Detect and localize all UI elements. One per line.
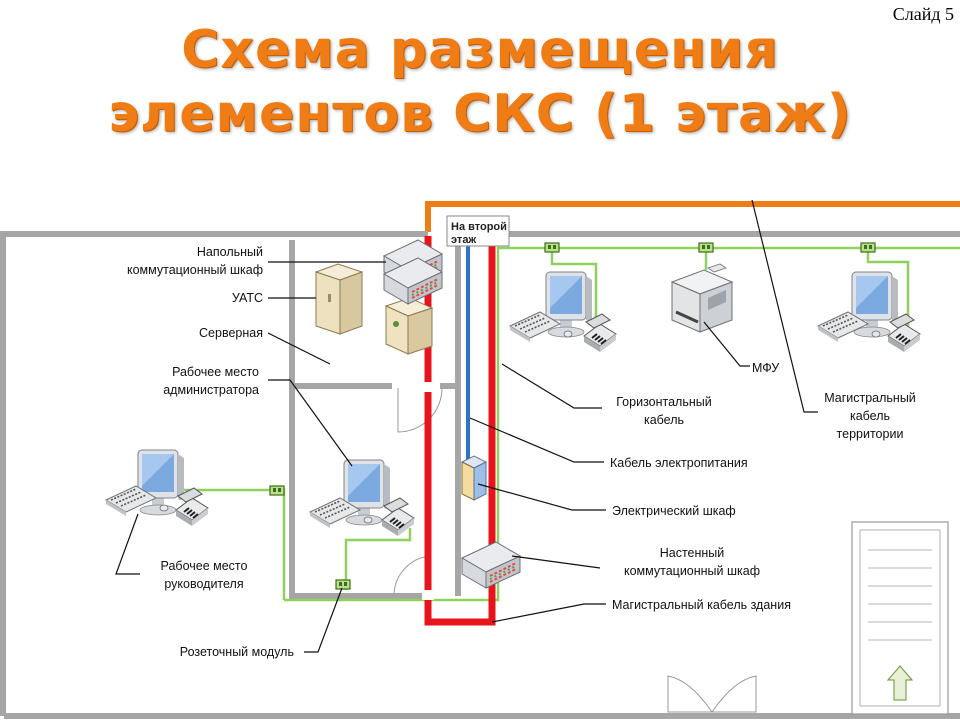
label-admin-ws-line2: администратора xyxy=(163,383,259,397)
building-walls xyxy=(0,231,960,719)
diagram-labels: Напольный коммутационный шкаф УАТС Серве… xyxy=(127,245,916,659)
label-pbx: УАТС xyxy=(232,291,263,305)
wall-switch-cabinet-icon xyxy=(461,541,521,589)
label-outlet-module: Розеточный модуль xyxy=(180,645,294,659)
horizontal-cables xyxy=(178,246,960,602)
slide-title: Схема размещения элементов СКС (1 этаж) xyxy=(0,18,960,146)
label-wall-cabinet-line1: Настенный xyxy=(660,546,725,560)
slide-number: Слайд 5 xyxy=(892,4,954,24)
label-admin-ws-line1: Рабочее место xyxy=(172,365,259,379)
label-horizontal-cable-line2: кабель xyxy=(644,413,684,427)
label-wall-cabinet-line2: коммутационный шкаф xyxy=(624,564,760,578)
label-horizontal-cable-line1: Горизонтальный xyxy=(616,395,711,409)
label-building-backbone: Магистральный кабель здания xyxy=(612,598,791,612)
svg-text:этаж: этаж xyxy=(451,234,476,246)
server-rack-icon xyxy=(383,239,443,305)
phone-icon xyxy=(175,313,921,537)
leader-lines xyxy=(115,199,818,653)
label-mfu: МФУ xyxy=(752,361,779,375)
to-second-floor-box: На второй этаж xyxy=(446,215,510,247)
electrical-cabinet-icon xyxy=(460,455,488,501)
label-territory-backbone-line2: кабель xyxy=(850,409,890,423)
backbone-gaps xyxy=(422,382,434,600)
title-line-1: Схема размещения xyxy=(181,20,779,80)
label-electrical-cabinet: Электрический шкаф xyxy=(612,504,736,518)
server-tower-icon xyxy=(384,297,434,355)
label-server-room: Серверная xyxy=(199,326,263,340)
title-line-2: элементов СКС (1 этаж) xyxy=(108,84,852,144)
label-floor-cabinet-line1: Напольный xyxy=(197,245,263,259)
building-backbone-cable xyxy=(424,236,496,626)
label-floor-cabinet-line2: коммутационный шкаф xyxy=(127,263,263,277)
label-manager-ws-line1: Рабочее место xyxy=(161,559,248,573)
label-manager-ws-line2: руководителя xyxy=(164,577,243,591)
territory-backbone-cable xyxy=(425,201,960,232)
stairs-icon xyxy=(851,521,949,715)
label-territory-backbone-line3: территории xyxy=(837,427,904,441)
label-power-cable: Кабель электропитания xyxy=(610,456,748,470)
label-territory-backbone-line1: Магистральный xyxy=(824,391,916,405)
computer-icon xyxy=(137,271,899,526)
pbx-cabinet-icon xyxy=(314,263,364,335)
svg-text:На второй: На второй xyxy=(451,221,507,233)
printer-icon xyxy=(670,263,734,333)
